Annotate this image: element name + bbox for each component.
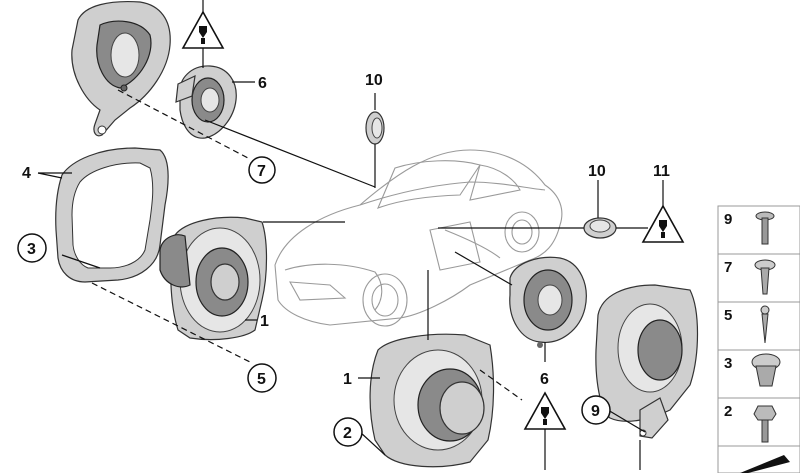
warning-triangle-right	[641, 204, 685, 243]
cap-right	[583, 217, 617, 239]
clip-nut-icon	[751, 353, 781, 387]
fastener-label-0: 9	[724, 211, 732, 228]
tweeter-top	[175, 65, 237, 139]
callout-2-circle	[333, 417, 363, 447]
callout-9-bottom: 9	[591, 403, 600, 420]
callout-2: 2	[343, 425, 352, 442]
callout-10-car: 10	[365, 72, 383, 89]
torx-bolt-icon	[755, 211, 775, 245]
speaker-mid	[509, 256, 587, 348]
car-outline	[274, 149, 563, 327]
fastener-panel: 9 7 5 3 2	[717, 205, 800, 473]
callout-5-circle	[247, 363, 277, 393]
callout-11: 11	[653, 163, 670, 180]
callout-7: 7	[257, 163, 266, 180]
woofer-bottom	[369, 333, 495, 468]
speaker-frame	[55, 147, 169, 283]
self-tapping-screw-icon	[754, 259, 776, 295]
leader-lines	[37, 81, 664, 470]
callout-3: 3	[27, 241, 36, 258]
callout-7-circle	[248, 156, 276, 184]
callout-5: 5	[257, 371, 266, 388]
callout-10-right: 10	[588, 163, 606, 180]
fastener-label-4: 2	[724, 403, 732, 420]
marker-icon	[740, 455, 790, 473]
fastener-label-2: 5	[724, 307, 732, 324]
callout-9-circle	[581, 395, 611, 425]
callout-4: 4	[22, 165, 31, 182]
pointed-screw-icon	[760, 305, 770, 344]
fastener-label-1: 7	[724, 259, 732, 276]
hex-bolt-icon	[753, 405, 777, 443]
speaker-housing-top	[71, 0, 171, 137]
woofer-left	[159, 216, 268, 341]
callout-6-top: 6	[258, 75, 267, 92]
speaker-right	[595, 284, 699, 439]
cap-car	[365, 111, 385, 145]
callout-1-bottom: 1	[343, 371, 352, 388]
warning-triangle-top	[181, 0, 225, 68]
callout-3-circle	[17, 233, 47, 263]
callout-1-left: 1	[260, 313, 269, 330]
warning-triangle-bottom	[523, 391, 567, 470]
callout-6-mid: 6	[540, 371, 549, 388]
fastener-label-3: 3	[724, 355, 732, 372]
